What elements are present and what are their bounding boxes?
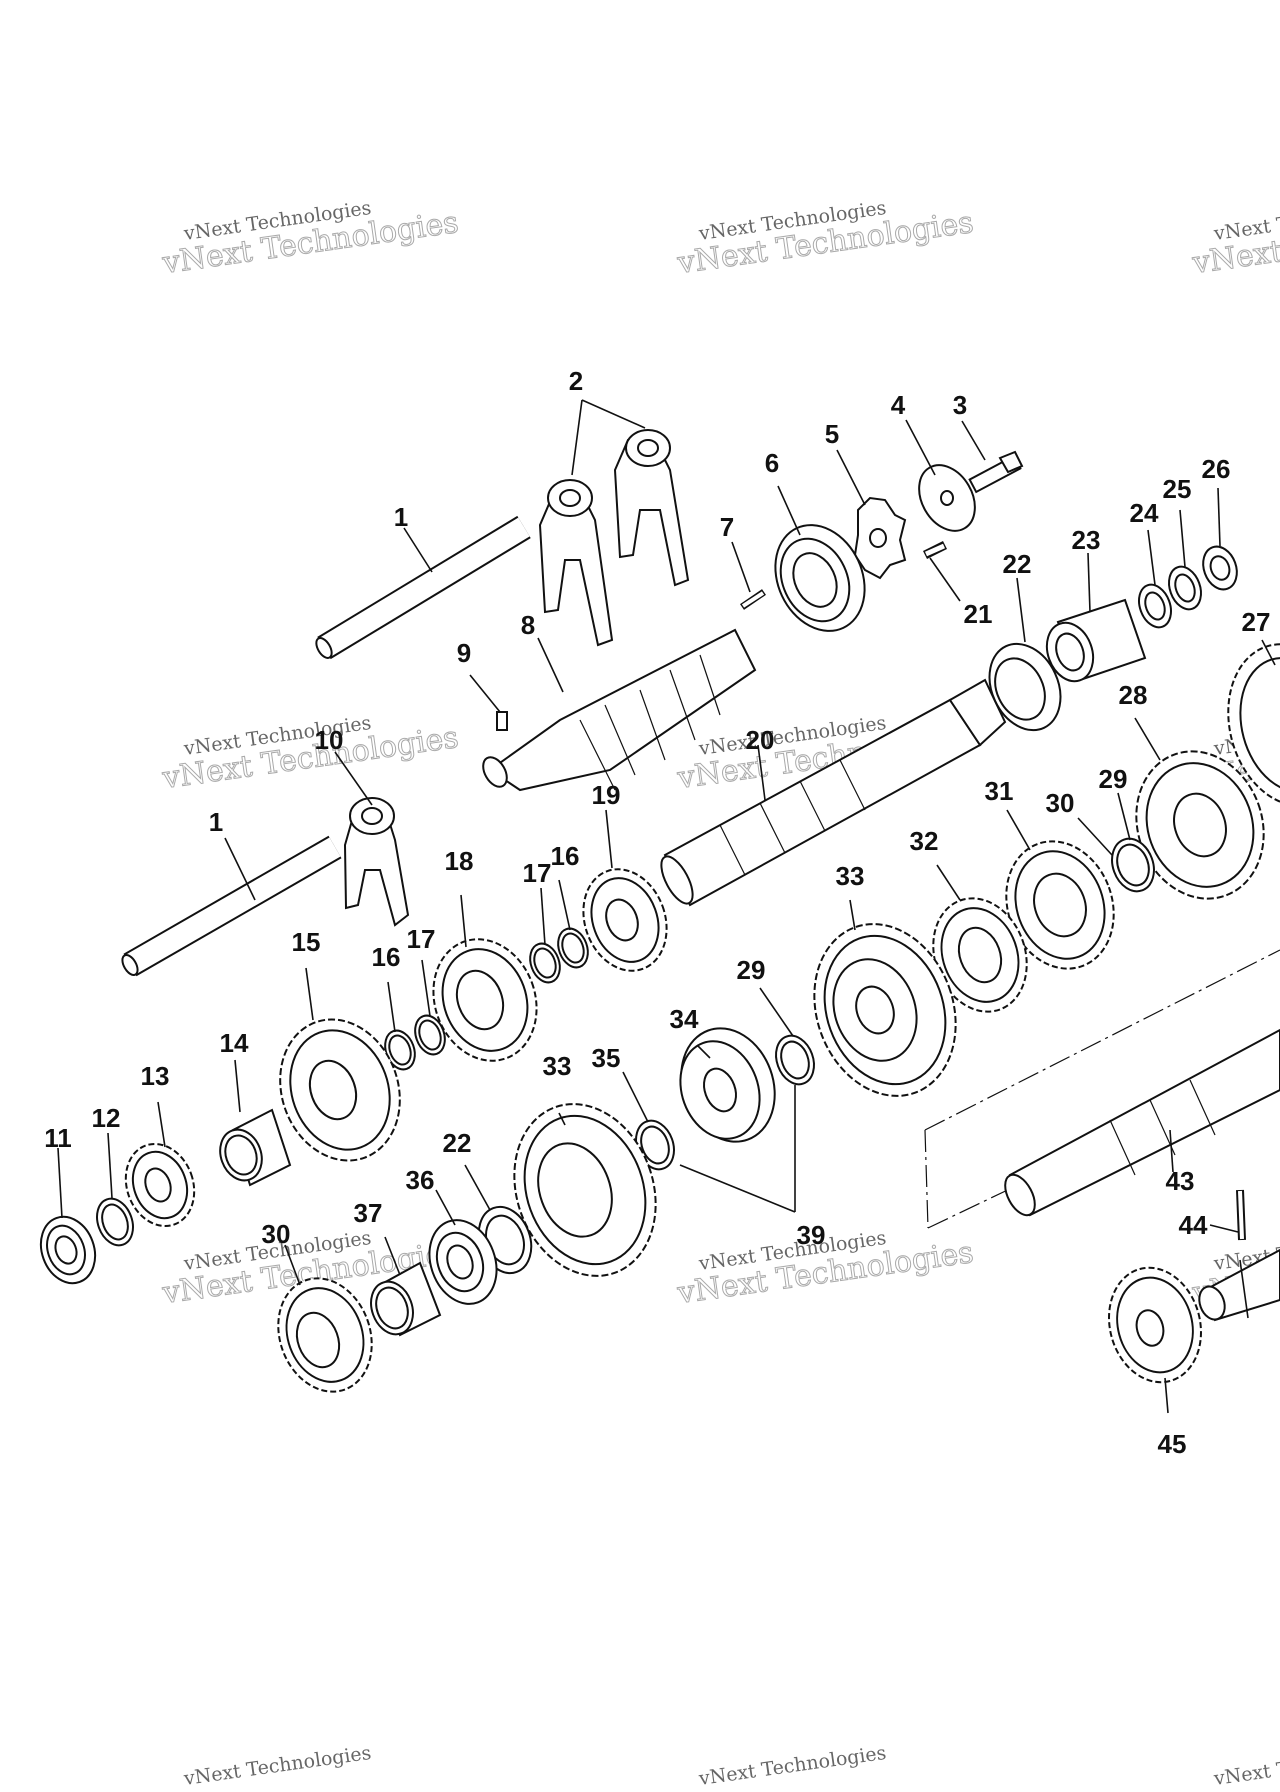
callout-label: 39 (797, 1220, 826, 1250)
callout-label: 7 (720, 512, 734, 542)
watermark: vNext Technologies vNext Technologies (674, 197, 976, 282)
shift-rod-lower (121, 835, 342, 977)
sleeve (1045, 598, 1147, 683)
gear (1108, 1266, 1202, 1384)
callout-label: 19 (592, 780, 621, 810)
watermark: vNext Technologies (697, 1742, 888, 1790)
callout-label: 45 (1158, 1429, 1187, 1459)
callout-label: 23 (1072, 525, 1101, 555)
shift-drum (482, 628, 757, 792)
callout-label: 13 (141, 1061, 170, 1091)
watermark: vNext Technologies vNext Technologies (159, 197, 461, 282)
callout-label: 1 (209, 807, 223, 837)
leader-lines (57, 399, 1276, 1414)
gear (1135, 750, 1265, 900)
callout-label: 25 (1163, 474, 1192, 504)
shift-fork (538, 479, 614, 647)
callout-label: 16 (372, 942, 401, 972)
callout-label: 8 (521, 610, 535, 640)
gear (932, 897, 1028, 1013)
callout-label: 35 (592, 1043, 621, 1073)
callout-label: 14 (220, 1028, 249, 1058)
watermark: vNext Technologies (182, 1742, 373, 1790)
callout-label: 22 (1003, 549, 1032, 579)
bushing (1198, 1248, 1280, 1322)
gear (813, 923, 957, 1097)
gear (582, 868, 668, 972)
bearing (428, 1219, 498, 1305)
output-shaft (924, 949, 1280, 1229)
gear-hub (679, 1027, 776, 1143)
callout-label: 43 (1166, 1166, 1195, 1196)
watermark-text: vNext Technologies (182, 1742, 373, 1790)
callout-label: 26 (1202, 454, 1231, 484)
callout-label: 34 (670, 1004, 699, 1034)
callout-label: 44 (1179, 1210, 1208, 1240)
main-shaft (660, 678, 1007, 907)
callout-label: 33 (836, 861, 865, 891)
callout-label: 29 (737, 955, 766, 985)
callout-label: 33 (543, 1051, 572, 1081)
callout-label: 30 (262, 1219, 291, 1249)
callout-label: 1 (394, 502, 408, 532)
callout-label: 5 (825, 419, 839, 449)
callout-label: 32 (910, 826, 939, 856)
gear (513, 1103, 657, 1277)
watermark-text: vNext Technologies (697, 1742, 888, 1790)
bearing (988, 642, 1062, 732)
callout-label: 24 (1130, 498, 1159, 528)
callout-label: 17 (523, 858, 552, 888)
star-cam (853, 496, 907, 580)
callout-label: 3 (953, 390, 967, 420)
callout-label: 2 (569, 366, 583, 396)
watermark: vNext Technologies vNext Technologies (1189, 197, 1280, 282)
pin (496, 711, 508, 731)
callout-labels: 1 2 3 4 5 6 7 8 9 10 1 11 12 13 14 15 16… (44, 366, 1270, 1459)
callout-label: 16 (551, 841, 580, 871)
callout-label: 28 (1119, 680, 1148, 710)
gear (279, 1018, 401, 1162)
callout-label: 11 (44, 1123, 72, 1153)
bushing (370, 1261, 442, 1337)
shift-rod-upper (315, 515, 531, 660)
shift-fork (343, 797, 410, 927)
callout-label: 30 (1046, 788, 1075, 818)
shift-fork (613, 429, 690, 587)
callout-label: 21 (964, 599, 993, 629)
callout-label: 20 (746, 725, 775, 755)
callout-label: 10 (315, 725, 344, 755)
callout-label: 17 (407, 924, 436, 954)
callout-label: 27 (1242, 607, 1271, 637)
callout-label: 22 (443, 1128, 472, 1158)
callout-label: 15 (292, 927, 321, 957)
gear (124, 1142, 196, 1228)
callout-label: 6 (765, 448, 779, 478)
bushing (219, 1108, 292, 1187)
gear (277, 1277, 373, 1393)
watermark: vNext Technologies vNext Technologies (159, 712, 461, 797)
watermark-text: vNext Technologies (1212, 1742, 1280, 1790)
callout-label: 12 (92, 1103, 121, 1133)
callout-label: 18 (445, 846, 474, 876)
watermark: vNext Technologies (1212, 1742, 1280, 1790)
callout-label: 29 (1099, 764, 1128, 794)
callout-label: 36 (406, 1165, 435, 1195)
callout-label: 31 (985, 776, 1014, 806)
bolt (968, 450, 1024, 494)
callout-label: 37 (354, 1198, 383, 1228)
gear (432, 938, 538, 1062)
washer (918, 464, 976, 532)
gear (1005, 840, 1115, 970)
bearing (39, 1215, 97, 1285)
callout-label: 4 (891, 390, 906, 420)
callout-label: 9 (457, 638, 471, 668)
